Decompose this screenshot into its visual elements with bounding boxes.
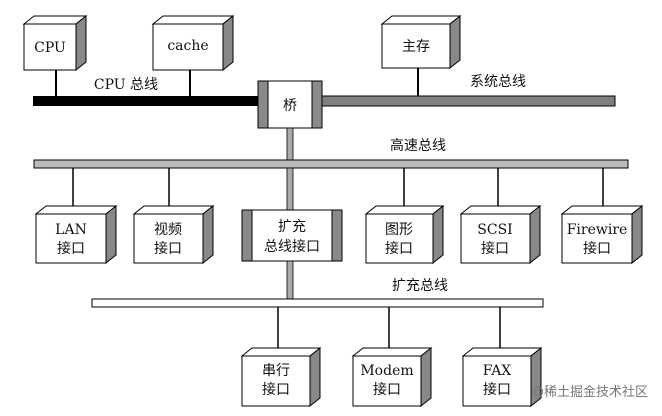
graphics-interface-box: 图形 接口 (364, 204, 445, 265)
cache-label: cache (167, 38, 208, 54)
expansion-bus-label: 扩充总线 (392, 278, 448, 294)
high-speed-bus-label: 高速总线 (390, 137, 446, 154)
lan-label-line2: 接口 (57, 240, 85, 257)
fax-interface-box: FAX 接口 (461, 346, 543, 408)
fax-label-line2: 接口 (483, 381, 511, 398)
serial-interface-box: 串行 接口 (240, 346, 322, 408)
serial-label-line1: 串行 (262, 363, 290, 379)
graphics-label-line1: 图形 (385, 222, 413, 238)
system-bus-label: 系统总线 (470, 74, 526, 90)
lan-interface-box: LAN 接口 (34, 204, 118, 265)
expansion-interface-label-line1: 扩充 (278, 219, 306, 235)
video-label-line2: 接口 (154, 240, 182, 257)
expansion-bus-interface-box: 扩充 总线接口 (241, 209, 343, 262)
modem-interface-box: Modem 接口 (351, 346, 433, 408)
bridge-box: 桥 (257, 80, 323, 129)
bridge-label: 桥 (283, 98, 297, 114)
expansion-bus-line (91, 298, 544, 308)
scsi-interface-box: SCSI 接口 (459, 204, 542, 265)
scsi-label-line2: 接口 (481, 240, 509, 257)
system-bus-line (321, 95, 616, 107)
expansion-interface-label-line2: 总线接口 (264, 238, 320, 255)
fax-label-line1: FAX (483, 363, 512, 379)
modem-label-line2: 接口 (373, 381, 401, 398)
high-speed-bus-line (33, 159, 629, 169)
cpu-label: CPU (34, 40, 66, 56)
main-memory-box: 主存 (380, 14, 462, 70)
graphics-label-line2: 接口 (385, 240, 413, 257)
cpu-box: CPU (22, 14, 88, 72)
cpu-bus-line (33, 96, 259, 106)
video-label-line1: 视频 (154, 222, 182, 238)
cpu-bus-label: CPU 总线 (94, 77, 158, 93)
serial-label-line2: 接口 (262, 381, 290, 398)
lan-label-line1: LAN (55, 222, 87, 238)
firewire-label-line2: 接口 (583, 240, 611, 257)
expansion-connector-lower (286, 260, 294, 300)
video-interface-box: 视频 接口 (132, 204, 215, 265)
main-memory-label: 主存 (402, 39, 430, 55)
watermark-text: @稀土掘金技术社区 (531, 384, 648, 400)
firewire-label-line1: Firewire (567, 222, 628, 238)
modem-label-line1: Modem (360, 363, 413, 379)
expansion-connector-upper (286, 167, 294, 211)
scsi-label-line1: SCSI (477, 222, 512, 238)
cache-box: cache (151, 14, 235, 72)
bridge-connector (286, 127, 294, 161)
firewire-interface-box: Firewire 接口 (560, 204, 644, 265)
